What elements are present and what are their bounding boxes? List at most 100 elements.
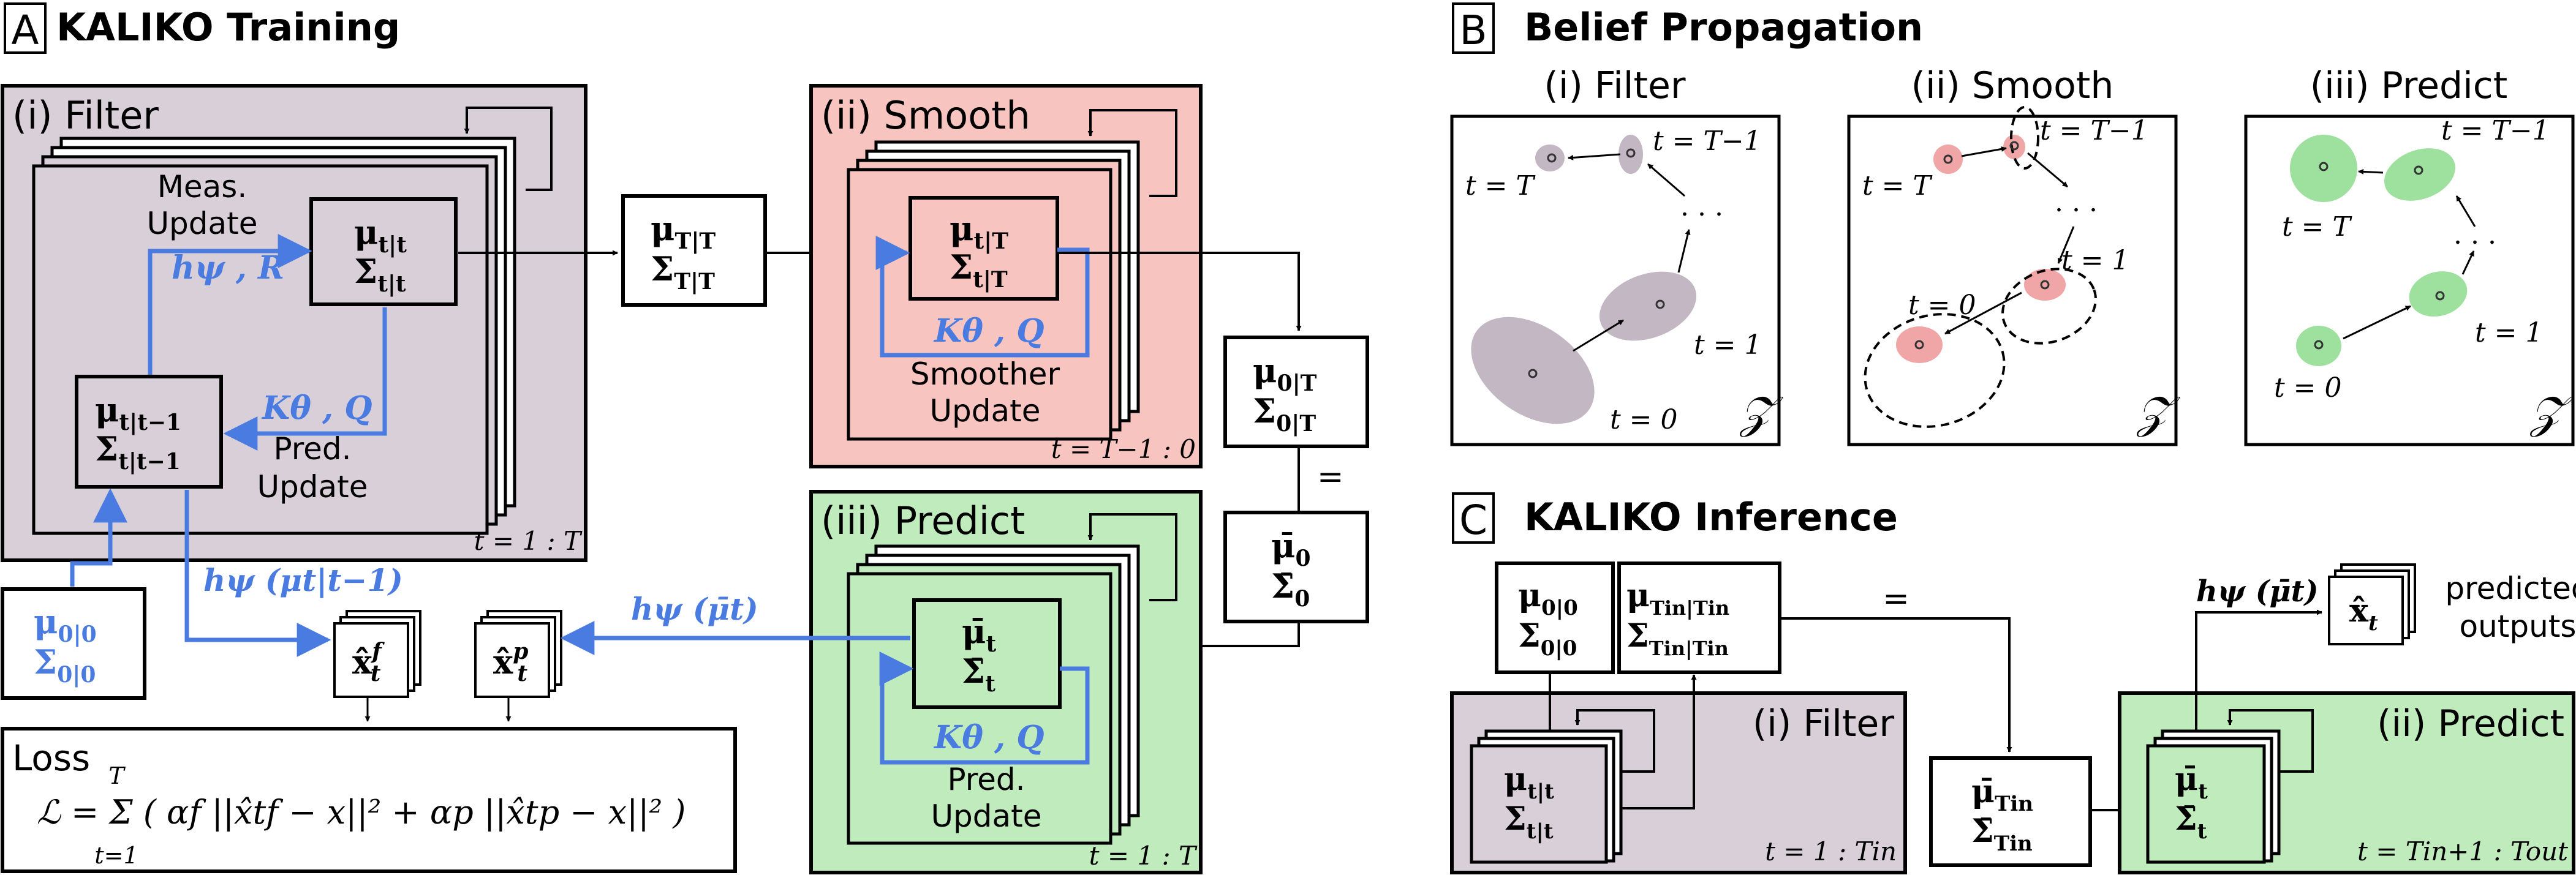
belief-filter-arrow-1-dots	[1677, 229, 1691, 273]
belief-smooth-label-0: t = 0	[1908, 290, 1976, 321]
meas-update-label-2: Update	[146, 206, 257, 241]
panel-b: B Belief Propagation (i) Filter t = T t …	[1450, 2, 2575, 446]
inference-predict-title: (ii) Predict	[2377, 702, 2564, 745]
belief-predict-arrow-1-dots	[2461, 250, 2475, 275]
belief-filter-arrow-dots-tm1	[1647, 163, 1685, 197]
panel-c-letter: C	[1459, 497, 1487, 544]
belief-predict-label-0: t = 0	[2274, 372, 2342, 404]
belief-filter-arrow-0-1	[1573, 319, 1624, 352]
panel-a: A KALIKO Training (i) Filter Meas. Updat…	[1, 2, 1369, 874]
belief-filter-label-1: t = 1	[1694, 329, 1762, 361]
inference-filter-loop-arrow	[1574, 709, 1655, 773]
panel-a-title: KALIKO Training	[56, 5, 400, 50]
belief-predict-ellipses	[2290, 135, 2468, 366]
h-psi-r-label: hψ , R	[172, 249, 284, 287]
inference-x-hat: x̂t	[2349, 592, 2378, 636]
belief-predict-arrow-tm1-t	[2358, 168, 2384, 175]
inference-init-mu: μ0|0	[1518, 577, 1578, 620]
inference-bar-tin-box	[1929, 756, 2092, 867]
smooth-state-box	[908, 196, 1059, 301]
inference-filter-range: t = 1 : Tin	[1765, 836, 1897, 866]
panel-c: C KALIKO Inference μ0|0 Σ0|0 μTin|Tin ΣT…	[1450, 492, 2576, 874]
initial-state-sigma: Σ0|0	[34, 642, 96, 688]
filter-block-title: (i) Filter	[12, 93, 159, 138]
smoother-update-label-1: Smoother	[910, 356, 1060, 392]
belief-filter-title: (i) Filter	[1544, 64, 1685, 107]
panel-b-letter: B	[1459, 7, 1487, 54]
outputs-label-2: outputs	[2460, 609, 2576, 644]
inference-predict-sigma: Σ̄t	[2175, 800, 2207, 844]
smoother-update-label-2: Update	[929, 393, 1040, 429]
belief-predict-label-1: t = 1	[2475, 317, 2543, 348]
filter-to-tin-arrow	[1621, 674, 1697, 809]
belief-smooth-box	[1847, 115, 2178, 446]
smoothed-initial-mu: μ0|T	[1253, 351, 1317, 396]
belief-smooth-means	[1914, 141, 2050, 350]
inference-tin-sigma: ΣTin|Tin	[1626, 617, 1729, 660]
inference-h-psi-label: hψ (μ̄t)	[2196, 574, 2319, 609]
loss-title: Loss	[12, 737, 90, 779]
belief-filter-dots: . . .	[1680, 191, 1723, 222]
belief-predict-label-tm1: t = T−1	[2441, 115, 2550, 146]
initial-state-box	[1, 587, 146, 700]
k-theta-q-filter-label: Kθ , Q	[261, 389, 372, 427]
belief-smooth-arrow-tm1-dots	[2027, 152, 2068, 188]
belief-filter-label-0: t = 0	[1610, 404, 1678, 435]
inference-filter-title: (i) Filter	[1753, 702, 1894, 745]
k-theta-q-smooth-label: Kθ , Q	[933, 312, 1044, 350]
init-to-prior-arrow	[70, 488, 127, 587]
filter-prior-sigma: Σt|t−1	[95, 429, 181, 475]
belief-predict-label-t: t = T	[2282, 211, 2353, 242]
filter-prior-mu: μt|t−1	[95, 390, 181, 435]
belief-smooth-dots: . . .	[2055, 187, 2098, 218]
filter-prior-box	[75, 375, 223, 489]
inference-init-box	[1495, 561, 1615, 674]
final-filter-state-mu: μT|T	[651, 209, 716, 254]
filter-posterior-mu: μt|t	[354, 212, 407, 258]
pred-update-predict-label-2: Update	[931, 798, 1041, 834]
final-filter-state-sigma: ΣT|T	[651, 249, 715, 295]
initial-equals: =	[1317, 459, 1344, 495]
x-hat-p-stack	[474, 610, 562, 698]
belief-filter-arrow-tm1-t	[1568, 153, 1621, 160]
smooth-loop-arrow	[1087, 109, 1177, 197]
filter-posterior-sigma: Σt|t	[354, 252, 406, 297]
predict-state-box	[912, 598, 1062, 709]
belief-predict-arrow-0-1	[2343, 305, 2411, 340]
smooth-to-initial-arrow	[1057, 252, 1302, 331]
belief-smooth-label-tm1: t = T−1	[2040, 115, 2148, 146]
predict-init-mu: μ̄0	[1271, 526, 1311, 571]
inference-predict-stack	[2146, 729, 2281, 864]
inference-bar-tin-sigma: Σ̄Tin	[1971, 813, 2033, 856]
h-psi-filter-arrow	[184, 490, 331, 657]
x-hat-f-stack	[333, 610, 421, 698]
panel-b-letter-box	[1452, 2, 1495, 54]
h-psi-filter-label: hψ (μt|t−1)	[203, 562, 403, 599]
belief-predict-dots: . . .	[2453, 219, 2496, 250]
inference-init-sigma: Σ0|0	[1518, 617, 1577, 661]
panel-b-title: Belief Propagation	[1524, 5, 1923, 50]
pred-update-predict-label-1: Pred.	[947, 762, 1025, 797]
loss-sum-bottom: t=1	[94, 842, 138, 869]
meas-update-label-1: Meas.	[157, 169, 247, 205]
tin-to-bar-arrow	[1780, 617, 2012, 753]
smooth-state-mu: μt|T	[950, 209, 1008, 254]
filter-range: t = 1 : T	[474, 526, 583, 556]
inference-filter-stack	[1470, 729, 1623, 864]
belief-smooth-arrow-1-0	[1944, 291, 2022, 335]
predict-loop-arrow	[1087, 513, 1177, 601]
belief-smooth-arrow-t-tm1	[1961, 146, 2007, 157]
inference-x-hat-stack	[2328, 563, 2416, 645]
loss-formula: ℒ = Σ ( αf ||x̂tf − x||² + αp ||x̂tp − x…	[37, 793, 686, 832]
smooth-block-title: (ii) Smooth	[821, 93, 1030, 138]
meas-update-arrow	[148, 234, 312, 386]
loss-box	[1, 727, 737, 873]
pred-update-predict-arrow	[879, 652, 1090, 765]
inference-predict-loop-arrow	[2227, 709, 2314, 773]
pred-update-label-2: Update	[257, 469, 368, 505]
belief-smooth-label-t: t = T	[1862, 170, 1933, 201]
smoother-update-arrow	[875, 236, 1090, 358]
belief-filter-label-t: t = T	[1465, 170, 1536, 201]
